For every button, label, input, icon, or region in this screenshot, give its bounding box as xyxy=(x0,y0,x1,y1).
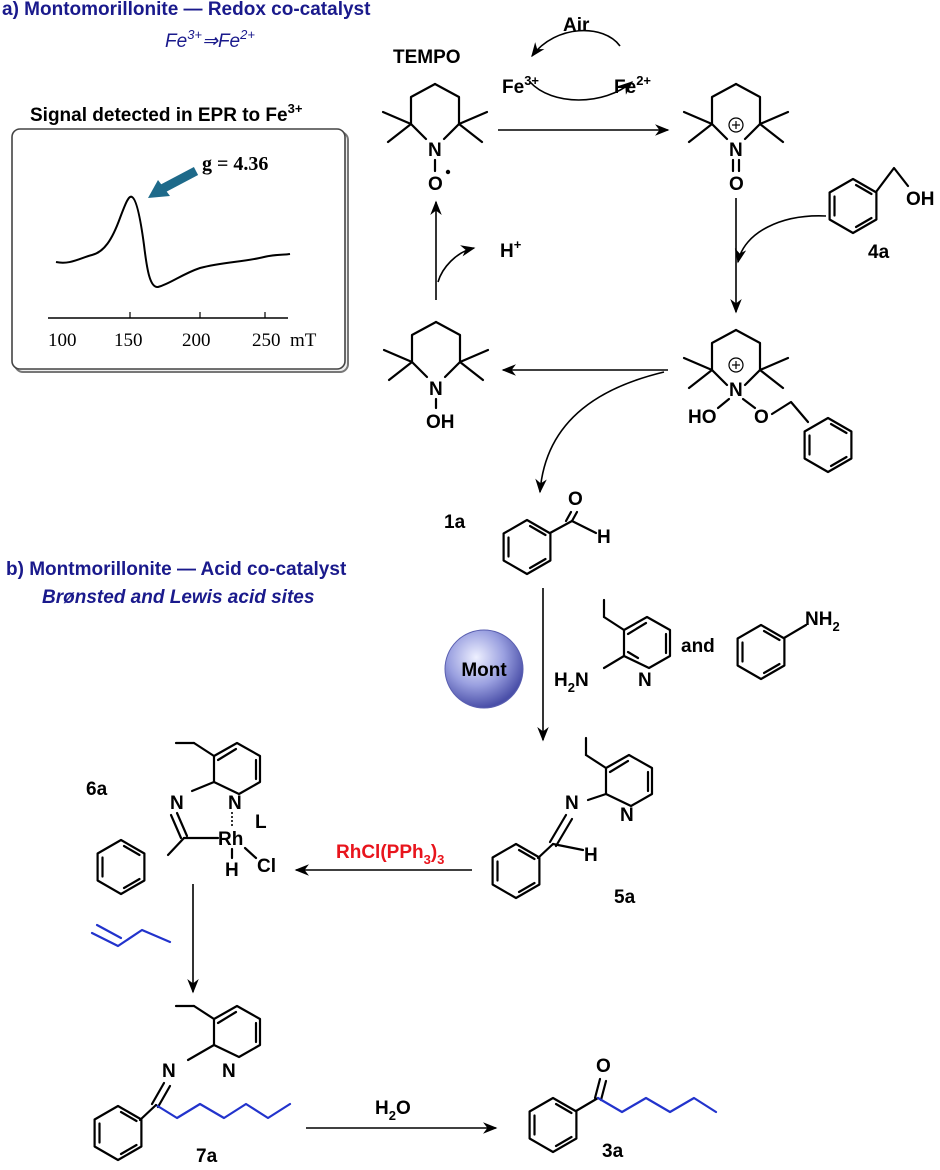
svg-text:and: and xyxy=(681,636,715,657)
butene-reagent xyxy=(90,928,172,948)
svg-text:NH2: NH2 xyxy=(805,609,840,634)
tempo-label: TEMPO xyxy=(393,47,461,68)
benzaldehyde-1a: 1a O H xyxy=(444,489,611,576)
svg-text:OH: OH xyxy=(906,189,935,210)
svg-text:H2N: H2N xyxy=(554,670,589,695)
svg-text:O: O xyxy=(428,174,443,195)
svg-text:N: N xyxy=(565,793,579,814)
section-b-title: b) Montmorillonite — Acid co-catalyst xyxy=(6,559,347,580)
g-pointer-arrow-icon xyxy=(148,180,170,198)
svg-text:Fe3+: Fe3+ xyxy=(502,73,539,98)
ketimine-7a: N N 7a xyxy=(93,1004,292,1167)
svg-text:3a: 3a xyxy=(602,1141,624,1162)
svg-text:N: N xyxy=(729,140,743,161)
svg-text:H: H xyxy=(225,860,239,881)
svg-text:H: H xyxy=(584,845,598,866)
svg-text:N: N xyxy=(222,1061,236,1082)
svg-text:L: L xyxy=(255,812,267,833)
svg-text:N: N xyxy=(638,670,652,691)
oxoammonium: N O xyxy=(682,82,790,195)
svg-text:HO: HO xyxy=(688,407,717,428)
svg-text:N: N xyxy=(162,1061,176,1082)
svg-text:H+: H+ xyxy=(500,237,522,262)
epr-tick-100: 100 xyxy=(48,330,77,351)
aniline-reagent: NH2 xyxy=(736,609,840,681)
svg-text:Mont: Mont xyxy=(461,660,507,681)
svg-text:O: O xyxy=(596,1056,611,1077)
rh-catalyst-label: RhCl(PPh3)3 xyxy=(336,842,444,867)
svg-text:N: N xyxy=(729,380,743,401)
svg-text:H: H xyxy=(597,527,611,548)
svg-text:N: N xyxy=(228,793,242,814)
section-b-subtitle: Brønsted and Lewis acid sites xyxy=(42,587,314,608)
svg-text:Cl: Cl xyxy=(257,856,276,877)
section-a-subtitle: Fe3+⇒Fe2+ xyxy=(165,27,255,52)
epr-panel: Signal detected in EPR to Fe3+ 100 150 2… xyxy=(11,101,349,373)
epr-tick-150: 150 xyxy=(114,330,143,351)
svg-text:Fe2+: Fe2+ xyxy=(614,73,651,98)
epr-unit: mT xyxy=(290,330,317,351)
svg-text:5a: 5a xyxy=(614,887,636,908)
adduct-intermediate: N HO O xyxy=(682,328,853,474)
mont-catalyst-badge: Mont xyxy=(444,629,524,709)
svg-text:6a: 6a xyxy=(86,779,108,800)
hydroxylamine: N OH H+ xyxy=(382,200,668,494)
svg-text:O: O xyxy=(754,407,769,428)
fe-redox-couple: Air Fe3+ Fe2+ xyxy=(498,15,670,136)
epr-heading: Signal detected in EPR to Fe3+ xyxy=(30,101,303,126)
water-label: H2O xyxy=(375,1098,411,1123)
g-pointer-shaft xyxy=(157,167,199,194)
svg-text:1a: 1a xyxy=(444,512,466,533)
tempo-radical: TEMPO N O xyxy=(381,47,489,195)
svg-text:OH: OH xyxy=(426,412,455,433)
svg-text:O: O xyxy=(729,174,744,195)
svg-text:Rh: Rh xyxy=(218,829,243,850)
svg-text:N: N xyxy=(428,140,442,161)
svg-text:N: N xyxy=(170,793,184,814)
epr-tick-200: 200 xyxy=(182,330,211,351)
svg-text:N: N xyxy=(429,379,443,400)
section-a-title: a) Montomorillonite — Redox co-catalyst xyxy=(2,0,371,20)
svg-text:7a: 7a xyxy=(196,1146,218,1167)
svg-text:Fe3+⇒Fe2+: Fe3+⇒Fe2+ xyxy=(165,27,255,52)
svg-text:O: O xyxy=(568,489,583,510)
benzyl-alcohol-4a: OH 4a xyxy=(730,166,935,314)
svg-text:4a: 4a xyxy=(868,242,890,263)
svg-text:N: N xyxy=(620,805,634,826)
g-value: g = 4.36 xyxy=(202,153,268,175)
epr-frame xyxy=(11,128,346,370)
epr-spectrum xyxy=(55,195,291,288)
ketone-3a: O 3a xyxy=(528,1056,718,1162)
aminopyridine-reagent: N H2N and xyxy=(554,598,715,695)
rh-complex-6a: 6a N N Rh L Cl H xyxy=(86,741,276,896)
imine-5a: N N H 5a xyxy=(491,736,654,908)
epr-tick-250: 250 xyxy=(252,330,281,351)
